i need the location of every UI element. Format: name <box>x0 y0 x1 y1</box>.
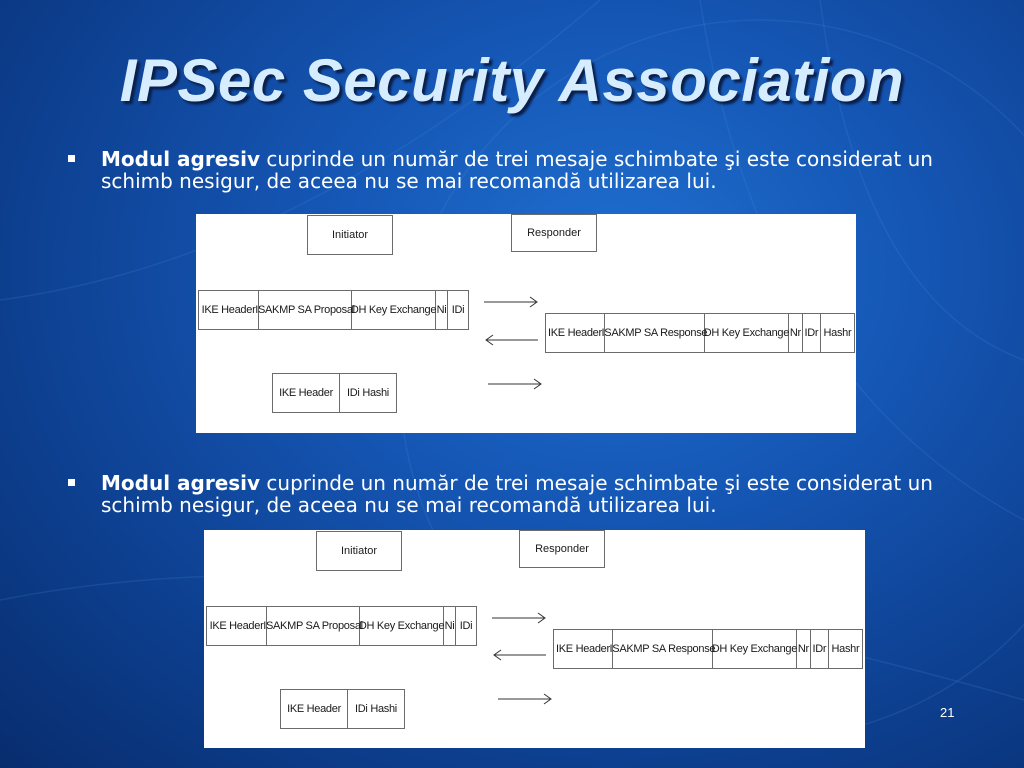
responder-box: Responder <box>511 214 597 252</box>
diagram-2: Initiator Responder IKE Header ISAKMP SA… <box>204 530 865 748</box>
arrow-left-icon <box>493 649 546 661</box>
msg3-idi-hashi: IDi Hashi <box>347 387 389 399</box>
msg2-dh-key-exchange: DH Key Exchange <box>712 630 797 668</box>
msg3-idi-hashi: IDi Hashi <box>355 703 397 715</box>
msg1-ni: Ni <box>436 291 448 329</box>
bullet-1: Modul agresiv cuprinde un număr de trei … <box>68 148 948 192</box>
msg3-ike-header: IKE Header <box>281 690 348 728</box>
arrow-right-icon <box>498 693 552 705</box>
msg2-hashr: Hashr <box>823 327 852 339</box>
msg2-idr: IDr <box>803 314 821 352</box>
message-1-row: IKE Header ISAKMP SA Proposal DH Key Exc… <box>198 290 469 330</box>
bullet-2-bold: Modul agresiv <box>101 471 261 495</box>
msg2-isakmp-sa-response: ISAKMP SA Response <box>602 314 708 352</box>
responder-box: Responder <box>519 530 605 568</box>
arrow-right-icon <box>488 378 542 390</box>
slide-title: IPSec Security Association <box>119 47 905 114</box>
message-1-row: IKE Header ISAKMP SA Proposal DH Key Exc… <box>206 606 477 646</box>
msg2-nr: Nr <box>789 314 803 352</box>
message-2-row: IKE Header ISAKMP SA Response DH Key Exc… <box>553 629 863 669</box>
msg1-dh-key-exchange: DH Key Exchange <box>359 607 445 645</box>
msg3-ike-header: IKE Header <box>273 374 340 412</box>
msg2-nr: Nr <box>797 630 811 668</box>
message-3-row: IKE Header IDi Hashi <box>280 689 405 729</box>
arrow-right-icon <box>492 612 546 624</box>
msg1-ike-header: IKE Header <box>207 607 267 645</box>
msg1-ni: Ni <box>444 607 456 645</box>
bullet-1-bold: Modul agresiv <box>101 147 261 171</box>
message-2-row: IKE Header ISAKMP SA Response DH Key Exc… <box>545 313 855 353</box>
msg1-ike-header: IKE Header <box>199 291 259 329</box>
msg2-ike-header: IKE Header <box>546 314 605 352</box>
page-number: 21 <box>940 705 955 720</box>
msg2-dh-key-exchange: DH Key Exchange <box>704 314 789 352</box>
msg1-isakmp-sa-proposal: ISAKMP SA Proposal <box>263 607 363 645</box>
bullet-2: Modul agresiv cuprinde un număr de trei … <box>68 472 948 516</box>
bullet-1-rest: cuprinde un număr de trei mesaje schimba… <box>101 147 933 193</box>
bullet-square-icon <box>68 479 75 486</box>
initiator-box: Initiator <box>316 531 402 571</box>
msg1-isakmp-sa-proposal: ISAKMP SA Proposal <box>255 291 355 329</box>
bullet-square-icon <box>68 155 75 162</box>
bullet-1-text: Modul agresiv cuprinde un număr de trei … <box>101 148 948 192</box>
msg1-idi: IDi <box>459 620 473 632</box>
msg1-idi: IDi <box>451 304 465 316</box>
msg1-dh-key-exchange: DH Key Exchange <box>351 291 437 329</box>
bullet-2-rest: cuprinde un număr de trei mesaje schimba… <box>101 471 933 517</box>
msg2-hashr: Hashr <box>831 643 860 655</box>
message-3-row: IKE Header IDi Hashi <box>272 373 397 413</box>
msg2-isakmp-sa-response: ISAKMP SA Response <box>610 630 716 668</box>
initiator-box: Initiator <box>307 215 393 255</box>
diagram-1: Initiator Responder IKE Header ISAKMP SA… <box>196 214 856 433</box>
arrow-right-icon <box>484 296 538 308</box>
msg2-idr: IDr <box>811 630 829 668</box>
bullet-2-text: Modul agresiv cuprinde un număr de trei … <box>101 472 948 516</box>
msg2-ike-header: IKE Header <box>554 630 613 668</box>
arrow-left-icon <box>485 334 538 346</box>
